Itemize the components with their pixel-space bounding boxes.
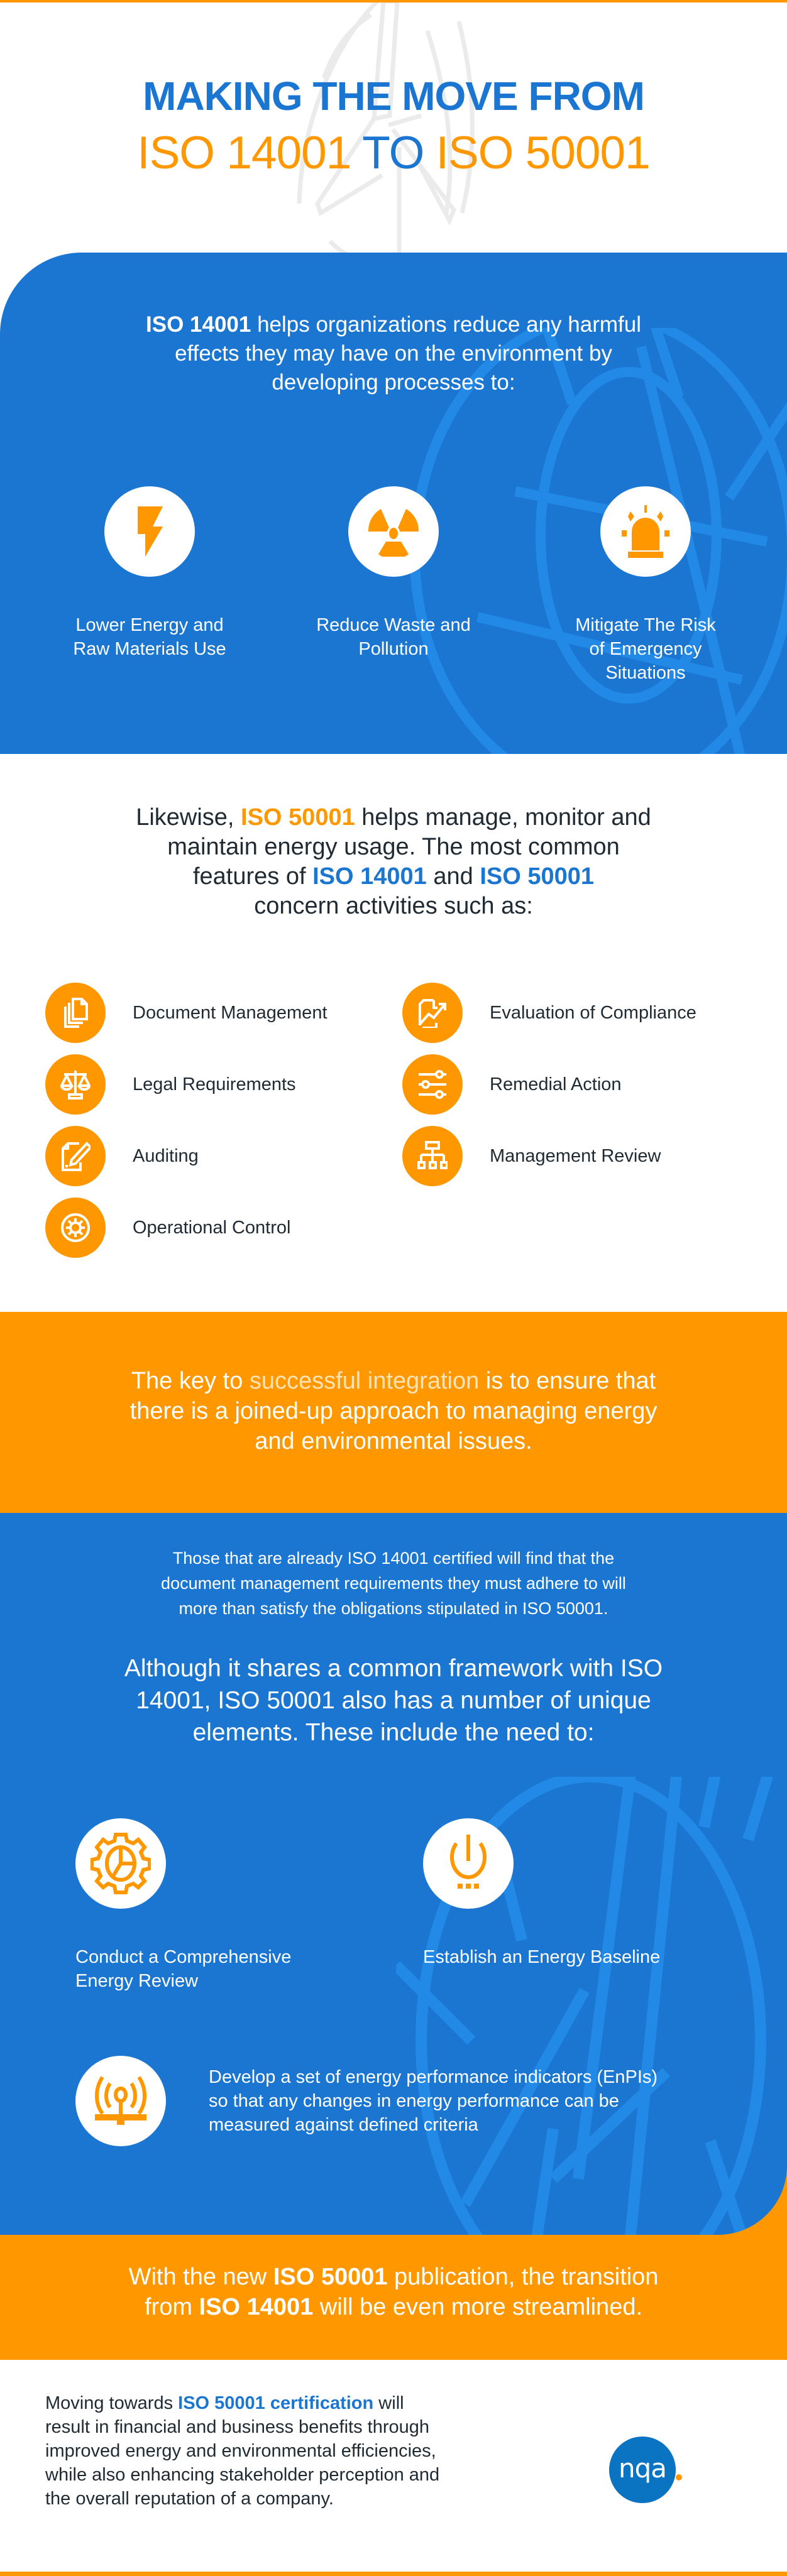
- iso14001-section: ISO 14001 helps organizations reduce any…: [0, 253, 787, 754]
- wind-turbine-icon: [297, 3, 475, 253]
- process-label: Reduce Waste and Pollution: [316, 615, 471, 659]
- iso50001-note: Those that are already ISO 14001 certifi…: [161, 1549, 626, 1618]
- process-icon-circle: [348, 486, 439, 577]
- integration-highlight: successful integration: [249, 1368, 480, 1394]
- feature-item: Remedial Action: [402, 1054, 622, 1115]
- feature-item: Operational Control: [45, 1198, 290, 1258]
- logo-dot-icon: [676, 2474, 682, 2480]
- hierarchy-icon: [417, 1141, 448, 1169]
- siren-alarm-icon: [622, 505, 669, 558]
- subtitle-to: TO: [362, 128, 424, 178]
- power-icon: [450, 1835, 487, 1889]
- documents-icon: [64, 998, 88, 1028]
- transition-banner: With the new ISO 50001 publication, the …: [0, 2235, 787, 2360]
- header: MAKING THE MOVE FROM ISO 14001 TO ISO 50…: [0, 3, 787, 253]
- feature-item: Evaluation of Compliance: [402, 983, 696, 1043]
- logo-text: nqa: [618, 2453, 667, 2484]
- feature-item: Document Management: [45, 983, 327, 1043]
- need-item-wide: Develop a set of energy performance indi…: [75, 2056, 762, 2146]
- common-features-intro: Likewise, ISO 50001 helps manage, monito…: [136, 804, 651, 919]
- feature-item: Legal Requirements: [45, 1054, 296, 1115]
- feature-item: Management Review: [402, 1126, 661, 1186]
- footer-text: Moving towards ISO 50001 certification w…: [45, 2393, 440, 2509]
- process-label: Mitigate The Risk of Emergency Situation…: [575, 615, 716, 683]
- subtitle-target: ISO 50001: [436, 128, 651, 178]
- certification-link[interactable]: ISO 50001 certification: [178, 2393, 374, 2413]
- chart-document-icon: [419, 999, 446, 1028]
- antenna-signal-icon: [95, 2076, 146, 2125]
- subtitle-from: ISO 14001: [137, 128, 351, 178]
- need-item: Establish an Energy Baseline: [423, 1818, 660, 1969]
- iso14001-highlight: ISO 14001: [146, 312, 251, 337]
- radiation-icon: [368, 509, 419, 557]
- common-features-section: Likewise, ISO 50001 helps manage, monito…: [0, 754, 787, 1312]
- iso14001-intro: ISO 14001 helps organizations reduce any…: [146, 312, 641, 395]
- process-item: Lower Energy and Raw Materials Use: [55, 486, 244, 661]
- process-item: Mitigate The Risk of Emergency Situation…: [551, 486, 740, 685]
- integration-banner: The key to successful integration is to …: [0, 1312, 787, 1513]
- feature-item: Auditing: [45, 1126, 199, 1186]
- need-item: Conduct a Comprehensive Energy Review: [75, 1818, 291, 1993]
- iso50001-intro: Although it shares a common framework wi…: [124, 1655, 663, 1746]
- gear-chart-icon: [91, 1833, 151, 1894]
- footer: Moving towards ISO 50001 certification w…: [0, 2360, 787, 2572]
- iso50001-section: Those that are already ISO 14001 certifi…: [0, 1513, 787, 2235]
- bottom-accent-bar: [0, 2572, 787, 2576]
- process-item: Reduce Waste and Pollution: [299, 486, 488, 661]
- lightning-bolt-icon: [138, 506, 163, 557]
- process-icon-circle: [104, 486, 195, 577]
- scales-icon: [60, 1071, 91, 1100]
- process-label: Lower Energy and Raw Materials Use: [73, 615, 226, 659]
- gear-icon: [61, 1213, 90, 1242]
- audit-document-pen-icon: [62, 1142, 91, 1171]
- sliders-icon: [419, 1070, 446, 1099]
- nqa-logo[interactable]: nqa: [609, 2437, 682, 2503]
- process-icon-circle: [600, 486, 691, 577]
- top-accent-bar: [0, 0, 787, 3]
- page-title: MAKING THE MOVE FROM: [143, 74, 645, 119]
- page-subtitle: ISO 14001 TO ISO 50001: [0, 127, 787, 179]
